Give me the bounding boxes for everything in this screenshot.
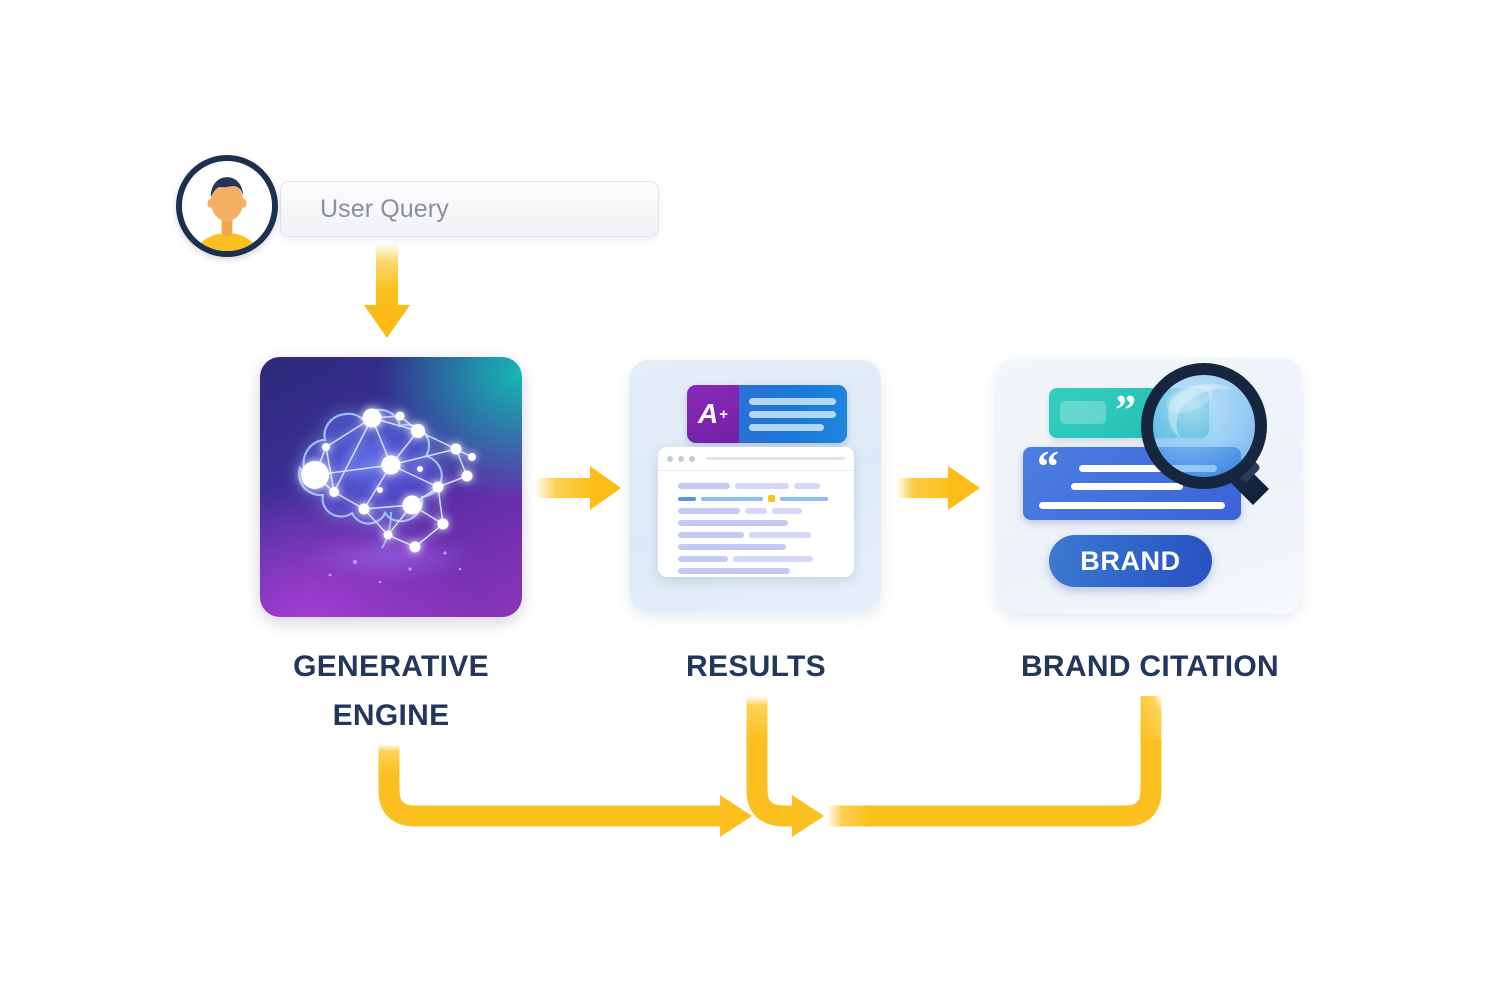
label-generative-engine: GENERATIVE ENGINE [293, 650, 489, 732]
results-card[interactable]: A+ [629, 360, 881, 612]
brand-card-clip: ” “ BRAND [996, 358, 1302, 614]
text-line [678, 508, 740, 514]
a-plus-grade: A+ [687, 385, 739, 443]
text-line [678, 568, 790, 574]
browser-titlebar [658, 447, 854, 471]
browser-url-bar [706, 457, 845, 460]
link-line [678, 496, 696, 501]
text-line [745, 508, 767, 514]
content-row [678, 483, 834, 489]
text-line [678, 556, 728, 562]
label-results: RESULTS [686, 650, 826, 683]
label-brand-citation: BRAND CITATION [1020, 650, 1280, 683]
text-line [749, 532, 811, 538]
content-row-highlight [678, 495, 834, 502]
link-line [701, 496, 763, 501]
quote-glyph-teal: ” [1115, 388, 1136, 434]
a-plus-badge: A+ [687, 385, 847, 443]
user-avatar-icon [176, 155, 278, 257]
teal-bar-block [1060, 401, 1106, 424]
browser-content [658, 471, 854, 574]
browser-dot-icon [667, 455, 673, 462]
browser-dot-icon [678, 455, 684, 462]
feedback-engine-branch [378, 744, 752, 837]
content-row [678, 556, 834, 562]
quote-line [1039, 502, 1225, 509]
link-line [780, 496, 828, 501]
text-line [678, 532, 744, 538]
magnifying-glass-icon [1141, 363, 1306, 518]
arrow-engine-to-results [534, 466, 621, 510]
feedback-brand-branch [826, 696, 1162, 827]
text-line [735, 483, 789, 489]
badge-line [749, 397, 836, 405]
highlight-marker-icon [768, 495, 775, 502]
text-line [794, 483, 820, 489]
brain-network-icon [260, 357, 522, 617]
text-line [678, 544, 786, 550]
user-query-input[interactable]: User Query [280, 181, 659, 237]
text-line [678, 520, 788, 526]
generative-engine-card[interactable] [260, 357, 522, 617]
text-line [678, 483, 730, 489]
brand-citation-card[interactable]: ” “ BRAND [996, 358, 1302, 614]
grade-plus: + [719, 405, 728, 423]
content-row [678, 508, 834, 514]
browser-dot-icon [689, 455, 695, 462]
arrow-query-to-engine [364, 243, 410, 338]
arrow-results-to-brand [896, 466, 980, 510]
feedback-results-branch [746, 696, 824, 837]
quote-glyph-blue: “ [1037, 442, 1059, 491]
quote-line [1079, 465, 1217, 472]
a-plus-lines [739, 385, 847, 443]
content-row [678, 532, 834, 538]
quote-line [1071, 483, 1183, 490]
user-query-placeholder: User Query [320, 194, 449, 223]
badge-line [749, 410, 836, 418]
browser-window-mockup [658, 447, 854, 577]
brain-glow [303, 535, 479, 579]
brand-pill-label: BRAND [1080, 545, 1181, 576]
text-line [772, 508, 802, 514]
grade-letter: A [698, 398, 719, 429]
text-line [733, 556, 813, 562]
brand-pill-button[interactable]: BRAND [1049, 535, 1212, 587]
badge-line [749, 423, 824, 431]
